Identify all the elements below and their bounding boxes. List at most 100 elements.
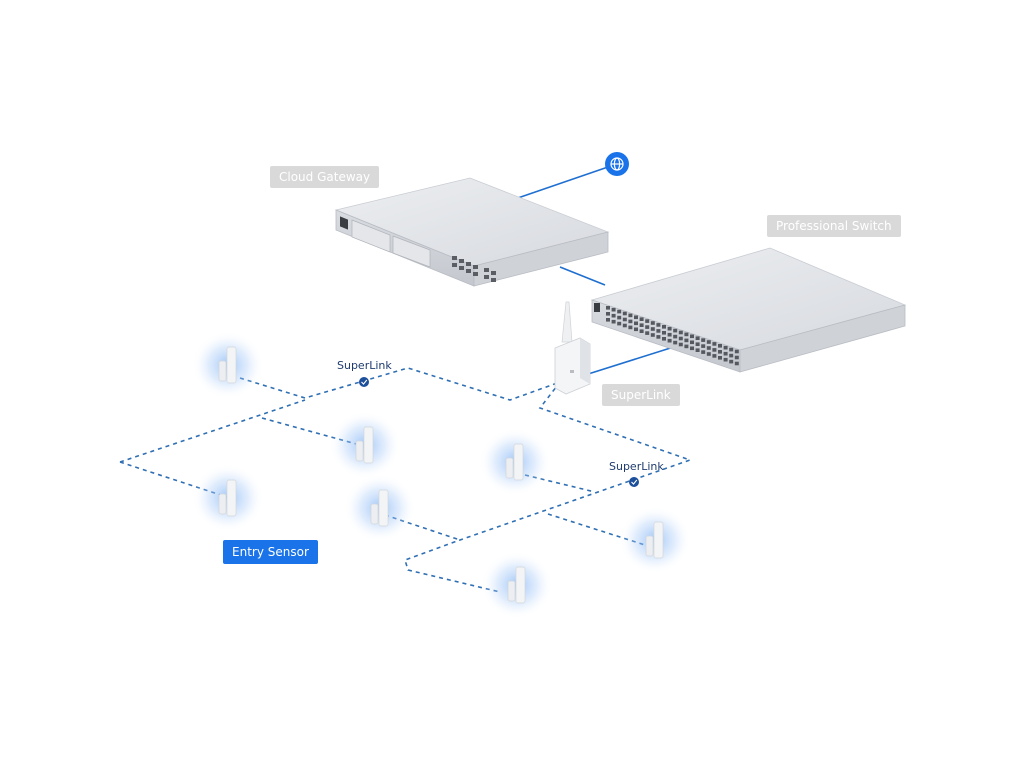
- superlink-node-right: [629, 477, 639, 487]
- switch-port: [684, 344, 689, 349]
- switch-port: [622, 323, 627, 328]
- switch-port: [639, 323, 644, 327]
- switch-port: [701, 350, 706, 354]
- check-icon: [361, 379, 368, 385]
- mesh-path: [239, 367, 561, 401]
- switch-port: [673, 340, 678, 345]
- switch-port: [729, 359, 734, 364]
- switch-ports: [606, 306, 739, 366]
- switch-port: [734, 349, 739, 354]
- check-icon: [631, 479, 638, 485]
- entry-sensor-label: Entry Sensor: [223, 540, 318, 564]
- switch-port: [723, 357, 728, 362]
- switch-port: [622, 317, 627, 322]
- switch-port: [611, 319, 616, 324]
- switch-port: [650, 321, 655, 325]
- switch-port: [718, 344, 722, 348]
- switch-port: [718, 350, 722, 354]
- switch-port: [695, 348, 700, 352]
- switch-port: [639, 317, 644, 321]
- mesh-path: [404, 381, 693, 593]
- switch-port: [662, 331, 666, 335]
- switch-port: [729, 347, 734, 352]
- internet-node: [605, 152, 629, 176]
- switch-port: [706, 352, 711, 356]
- entry-sensor: [479, 428, 551, 496]
- switch-port: [617, 315, 622, 320]
- cloud-gateway-label: Cloud Gateway: [270, 166, 380, 188]
- switch-port: [645, 325, 650, 329]
- switch-port: [628, 313, 633, 318]
- superlink-device: [554, 301, 591, 395]
- superlink-device-label: SuperLink: [602, 384, 680, 406]
- switch-port: [650, 327, 655, 331]
- switch-port: [634, 315, 638, 320]
- switch-port: [678, 336, 683, 341]
- entry-sensor: [344, 474, 416, 542]
- gateway-internet-link: [511, 166, 609, 201]
- mesh-path: [119, 399, 306, 463]
- gateway-ports: [452, 256, 496, 282]
- switch-port: [718, 356, 722, 360]
- switch-port: [617, 309, 622, 314]
- mesh-path: [384, 514, 461, 541]
- switch-port: [667, 338, 672, 343]
- mesh-path: [547, 513, 646, 546]
- entry-sensor: [192, 331, 264, 399]
- switch-port: [606, 318, 610, 322]
- switch-port: [645, 331, 650, 335]
- switch-port: [690, 334, 694, 339]
- switch-port: [650, 333, 655, 337]
- switch-port: [734, 361, 739, 366]
- cloud-gateway-device: [334, 177, 610, 287]
- switch-port: [622, 311, 627, 316]
- switch-port: [729, 353, 734, 358]
- mesh-path: [261, 417, 361, 446]
- switch-port: [673, 328, 678, 333]
- gateway-switch-link: [559, 266, 606, 286]
- switch-port: [690, 340, 694, 345]
- switch-port: [667, 326, 672, 331]
- uplink-lines: [511, 166, 681, 376]
- switch-port: [656, 335, 661, 339]
- entry-sensor: [329, 411, 401, 479]
- entry-sensor: [619, 506, 691, 574]
- switch-port: [667, 332, 672, 337]
- entry-sensors: [192, 331, 691, 619]
- switch-port: [656, 323, 661, 327]
- superlink-node-top: [359, 377, 369, 387]
- switch-port: [684, 338, 689, 343]
- switch-port: [611, 313, 616, 318]
- entry-sensor: [192, 464, 264, 532]
- switch-port: [712, 354, 717, 358]
- switch-port: [695, 336, 700, 340]
- switch-port: [723, 345, 728, 350]
- switch-port: [712, 342, 717, 346]
- switch-port: [701, 338, 706, 342]
- switch-port: [617, 321, 622, 326]
- superlink-right-label: SuperLink: [609, 460, 664, 473]
- switch-port: [673, 334, 678, 339]
- switch-port: [639, 329, 644, 333]
- switch-port: [701, 344, 706, 348]
- switch-port: [684, 332, 689, 337]
- entry-sensor: [481, 551, 553, 619]
- switch-port: [690, 346, 694, 351]
- switch-port: [656, 329, 661, 333]
- switch-port: [645, 319, 650, 323]
- switch-port: [606, 306, 610, 310]
- switch-port: [628, 325, 633, 330]
- switch-port: [634, 327, 638, 332]
- switch-port: [662, 337, 666, 341]
- switch-port: [628, 319, 633, 324]
- superlink-switch-link: [584, 344, 681, 376]
- switch-port: [611, 307, 616, 312]
- professional-switch-device: [590, 247, 907, 373]
- switch-port: [734, 355, 739, 360]
- switch-port: [634, 321, 638, 326]
- switch-port: [695, 342, 700, 346]
- globe-icon: [610, 157, 624, 171]
- switch-port: [723, 351, 728, 356]
- switch-port: [706, 346, 711, 350]
- switch-port: [706, 340, 711, 344]
